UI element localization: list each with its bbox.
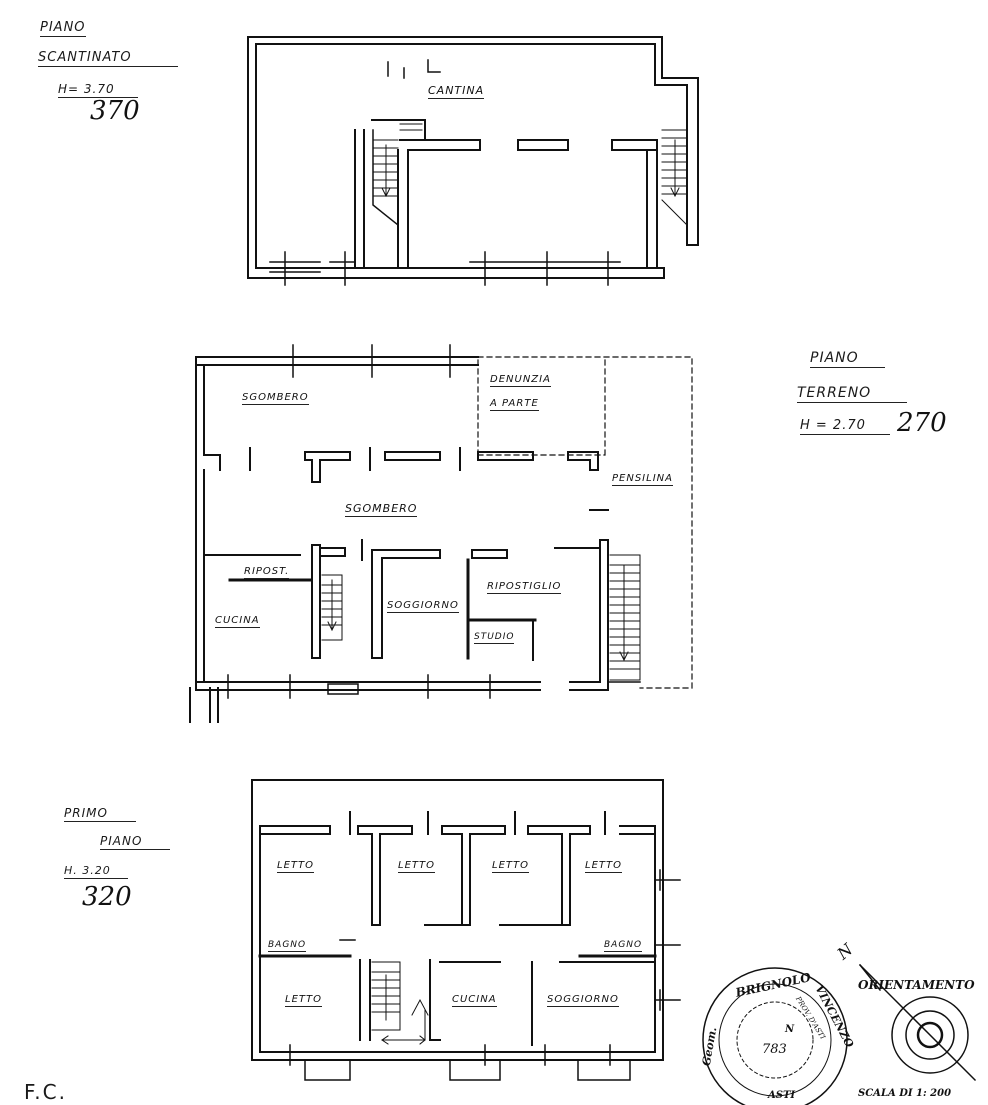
- first-height-handwritten: 320: [82, 882, 132, 912]
- room-label-letto-4: LETTO: [585, 860, 622, 873]
- stamp-text-n: N: [785, 1024, 795, 1035]
- room-label-sgombero-mid: SGOMBERO: [345, 502, 418, 517]
- room-label-ripostiglio: RIPOSTIGLIO: [487, 581, 562, 594]
- orientation-label: ORIENTAMENTO: [858, 978, 975, 992]
- first-plan: [251, 779, 681, 1081]
- room-label-studio: STUDIO: [474, 632, 515, 644]
- first-height: H. 3.20: [64, 864, 128, 879]
- room-label-sgombero-top: SGOMBERO: [242, 392, 309, 405]
- room-label-letto-1: LETTO: [277, 860, 314, 873]
- room-label-denunzia-line2: A PARTE: [490, 398, 539, 411]
- ground-height-handwritten: 270: [897, 408, 947, 438]
- basement-height-handwritten: 370: [90, 96, 140, 126]
- scale-label: SCALA DI 1: 200: [858, 1088, 952, 1099]
- room-label-ripost: RIPOST.: [244, 566, 290, 579]
- signature-initials: F.C.: [24, 1080, 67, 1104]
- room-label-letto-5: LETTO: [285, 994, 322, 1007]
- basement-height: H= 3.70: [58, 82, 138, 98]
- room-label-cantina: CANTINA: [428, 84, 485, 99]
- room-label-cucina-ground: CUCINA: [215, 615, 260, 628]
- basement-plan: [247, 36, 699, 286]
- first-title-line2: PIANO: [100, 834, 170, 850]
- stamp-text-number: 783: [762, 1042, 787, 1057]
- ground-title-line2: TERRENO: [797, 385, 907, 403]
- room-label-denunzia-line1: DENUNZIA: [490, 374, 551, 387]
- basement-title-line1: PIANO: [40, 20, 86, 37]
- ground-height: H = 2.70: [800, 418, 890, 435]
- ground-title-line1: PIANO: [810, 350, 885, 368]
- basement-title-line2: SCANTINATO: [38, 50, 178, 67]
- stamp-seal: [702, 967, 848, 1105]
- room-label-letto-3: LETTO: [492, 860, 529, 873]
- first-title-line1: PRIMO: [64, 806, 136, 822]
- room-label-soggiorno-first: SOGGIORNO: [547, 994, 619, 1007]
- stamp-text-bottom: ASTI: [768, 1090, 796, 1101]
- room-label-bagno-left: BAGNO: [268, 940, 307, 952]
- orientation-compass: [858, 963, 977, 1082]
- room-label-pensilina: PENSILINA: [612, 473, 673, 486]
- room-label-bagno-right: BAGNO: [604, 940, 643, 952]
- room-label-cucina-first: CUCINA: [452, 994, 497, 1007]
- room-label-letto-2: LETTO: [398, 860, 435, 873]
- room-label-soggiorno-ground: SOGGIORNO: [387, 600, 459, 613]
- ground-plan: [189, 344, 693, 723]
